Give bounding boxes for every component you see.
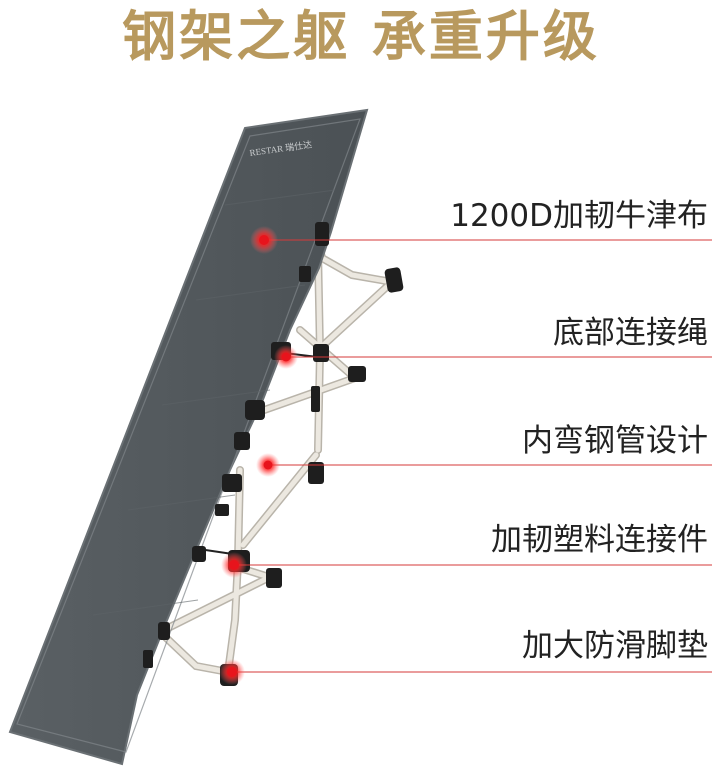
callout-label-fabric: 1200D加韧牛津布 <box>450 198 708 234</box>
callout-lines <box>232 239 712 673</box>
callout-label-connector: 加韧塑料连接件 <box>491 522 708 558</box>
headline: 钢架之躯 承重升级 <box>122 5 600 68</box>
fabric-bed: RESTAR 瑞仕达 <box>8 108 369 766</box>
callout-label-cord: 底部连接绳 <box>553 315 708 351</box>
callout-markers <box>219 226 298 685</box>
callout-label-foot: 加大防滑脚垫 <box>522 628 708 664</box>
callout-label-tube: 内弯钢管设计 <box>522 423 708 459</box>
